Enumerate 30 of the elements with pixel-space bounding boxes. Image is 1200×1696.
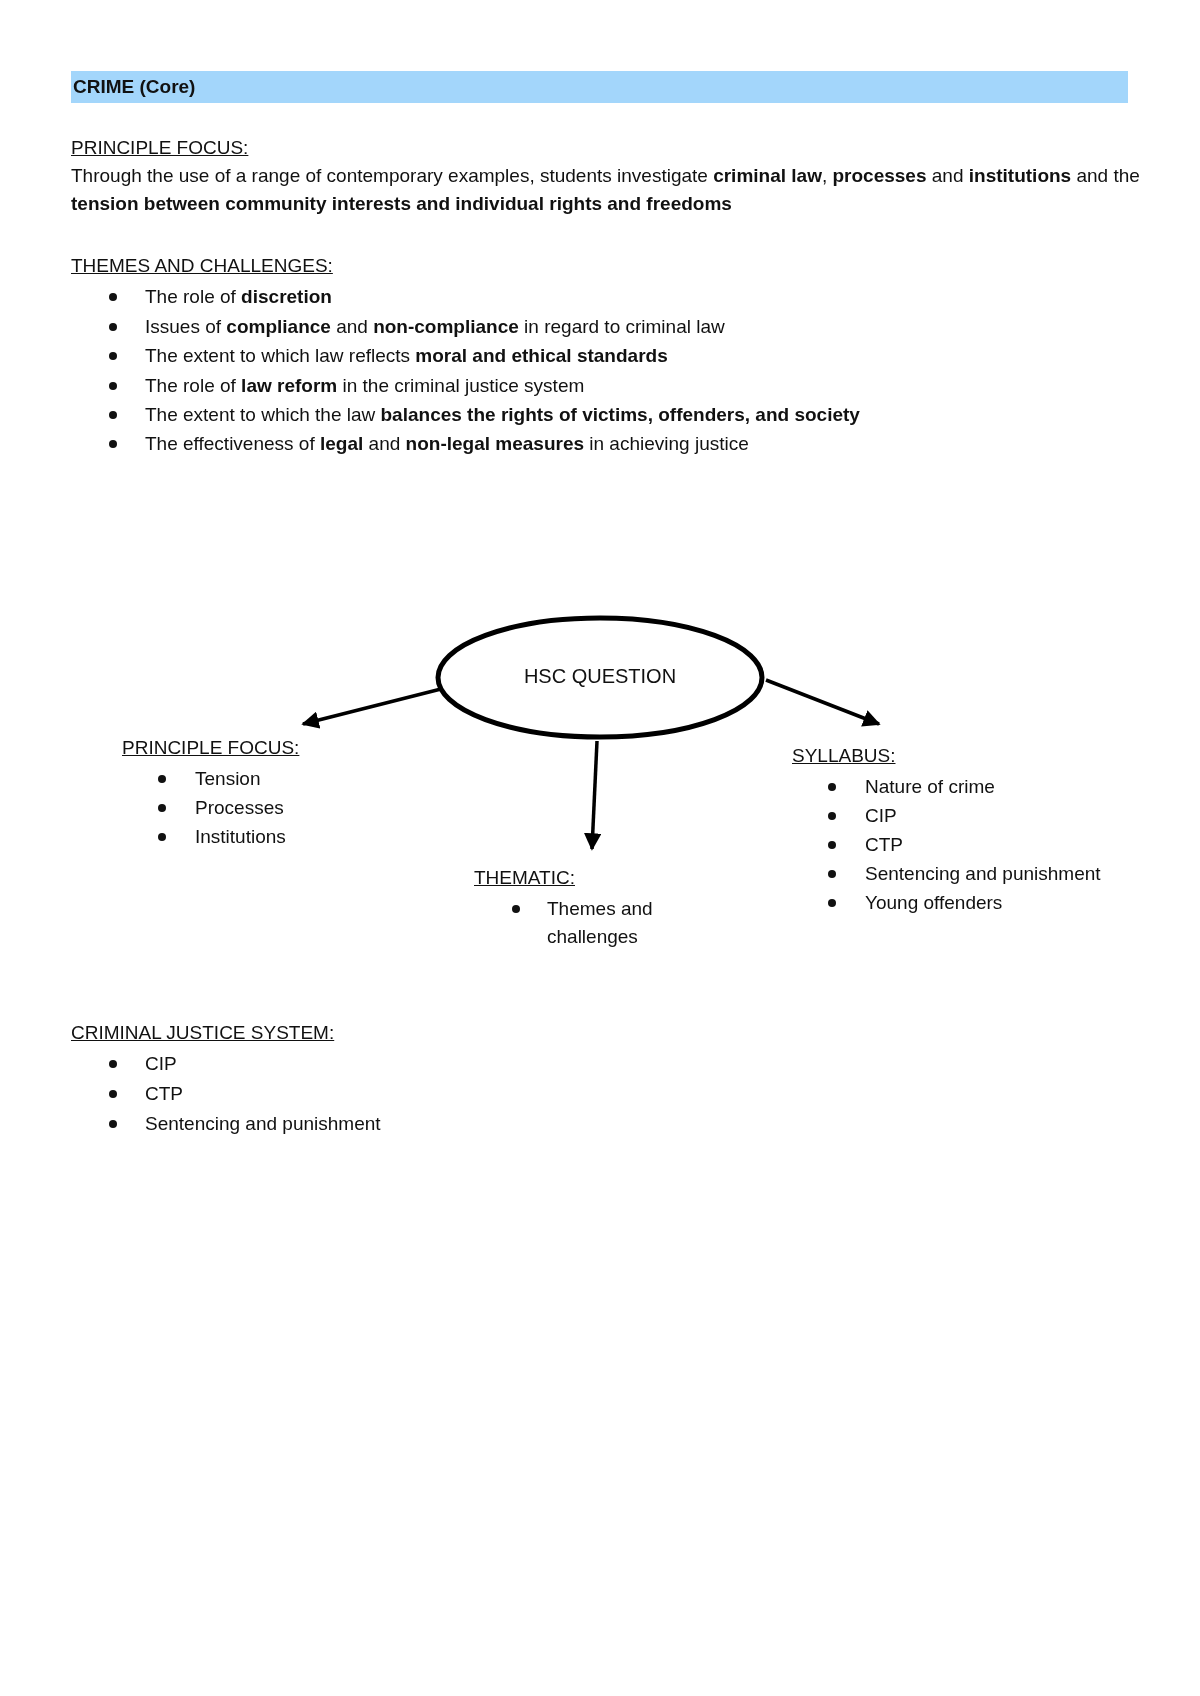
- section-heading: PRINCIPLE FOCUS:: [122, 737, 300, 759]
- list-item: Sentencing and punishment: [865, 862, 1101, 886]
- section-heading: THEMES AND CHALLENGES:: [71, 255, 333, 277]
- list-item: Young offenders: [865, 891, 1003, 915]
- section-heading: PRINCIPLE FOCUS:: [71, 137, 249, 159]
- arrow: [301, 687, 442, 729]
- section-heading: CRIMINAL JUSTICE SYSTEM:: [71, 1022, 335, 1044]
- node-label: HSC QUESTION: [522, 664, 678, 688]
- list-item: Tension: [195, 767, 261, 791]
- list-item: Processes: [195, 796, 284, 820]
- arrow: [584, 740, 602, 851]
- section-heading: THEMATIC:: [474, 867, 575, 889]
- arrow: [765, 678, 881, 727]
- list-item: The extent to which law reflects moral and ethical standards: [145, 344, 668, 368]
- list-item: The extent to which the law balances the rights of victims, offenders, and society: [145, 403, 860, 427]
- list-item: CIP: [145, 1052, 177, 1076]
- list-item: Nature of crime: [865, 775, 995, 799]
- title-bar: CRIME (Core): [71, 71, 1128, 103]
- list-item: CTP: [865, 833, 903, 857]
- list-item: The role of law reform in the criminal justice system: [145, 374, 585, 398]
- section-heading: SYLLABUS:: [792, 745, 896, 767]
- list-item: Sentencing and punishment: [145, 1112, 381, 1136]
- list-item: CIP: [865, 804, 897, 828]
- list-item: The effectiveness of legal and non-legal measures in achieving justice: [145, 432, 749, 456]
- list-item: Issues of compliance and non-compliance in regard to criminal law: [145, 315, 725, 339]
- list-item: CTP: [145, 1082, 183, 1106]
- list-item: Institutions: [195, 825, 286, 849]
- paragraph: Through the use of a range of contemporary examples, students investigate criminal law, processes and institutions and the tension between community interests and individual rights and freedoms: [71, 164, 1141, 216]
- list-item: The role of discretion: [145, 285, 332, 309]
- list-item: Themes and challenges: [547, 897, 654, 949]
